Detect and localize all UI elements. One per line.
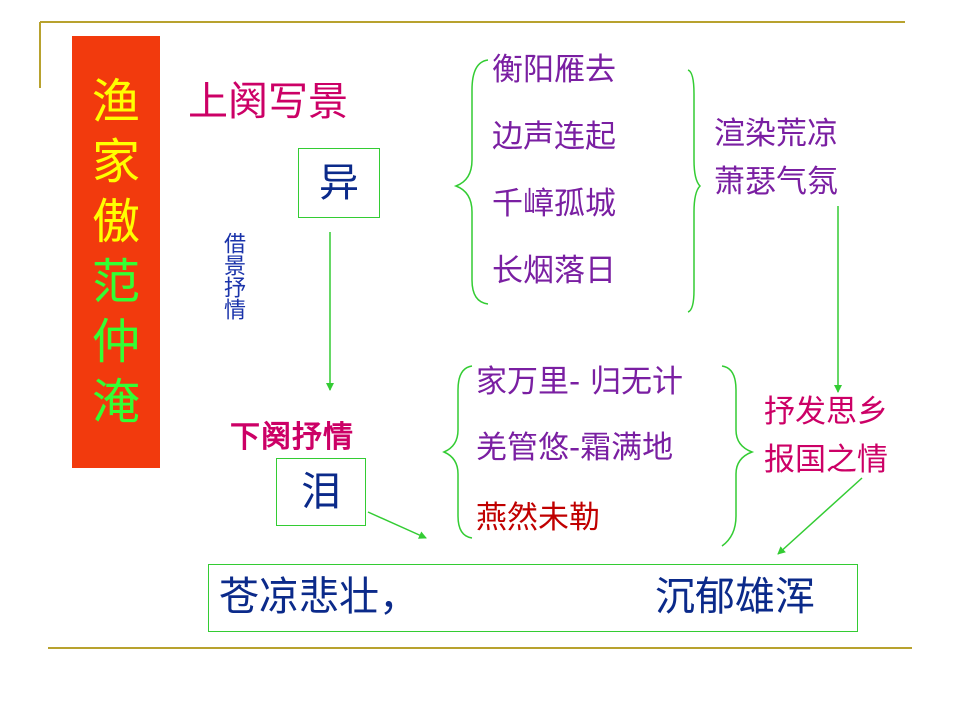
author-char: 仲 xyxy=(91,314,140,370)
transition-label: 借景抒情 xyxy=(220,232,245,320)
upper-line: 衡阳雁去 xyxy=(492,52,616,88)
title-char: 家 xyxy=(91,134,140,190)
title-char: 傲 xyxy=(91,194,140,250)
lower-key-box: 泪 xyxy=(276,458,366,526)
lower-right-brace xyxy=(721,365,755,547)
lower-line: 羌管悠-霜满地 xyxy=(476,430,674,466)
upper-summary: 萧瑟气氛 xyxy=(714,164,838,200)
lower-summary: 抒发思乡 xyxy=(764,394,888,430)
lower-line: 燕然未勒 xyxy=(476,500,600,536)
lower-line: 家万里- 归无计 xyxy=(476,364,684,400)
upper-summary: 渲染荒凉 xyxy=(714,116,838,152)
lower-stanza-label: 下阕抒情 xyxy=(230,420,354,455)
arrow-lei-to-conclusion xyxy=(367,511,427,539)
lower-left-brace xyxy=(442,365,473,539)
arrow-lower-summary-to-conclusion xyxy=(777,477,863,555)
title-char: 渔 xyxy=(91,74,140,130)
author-char: 淹 xyxy=(91,374,140,430)
conclusion-right: 沉郁雄浑 xyxy=(655,574,815,620)
lower-summary: 报国之情 xyxy=(764,442,888,478)
upper-left-brace xyxy=(453,59,489,305)
upper-line: 长烟落日 xyxy=(492,253,616,289)
poem-title-box: 渔 家 傲 范 仲 淹 xyxy=(72,36,160,468)
upper-line: 千嶂孤城 xyxy=(492,186,616,222)
upper-right-brace xyxy=(687,69,702,313)
conclusion-left: 苍凉悲壮， xyxy=(219,574,419,620)
upper-line: 边声连起 xyxy=(492,119,616,155)
upper-key-box: 异 xyxy=(298,148,380,218)
upper-stanza-label: 上阕写景 xyxy=(188,79,348,125)
author-char: 范 xyxy=(91,254,140,310)
conclusion-box: 苍凉悲壮， 沉郁雄浑 xyxy=(208,564,858,632)
